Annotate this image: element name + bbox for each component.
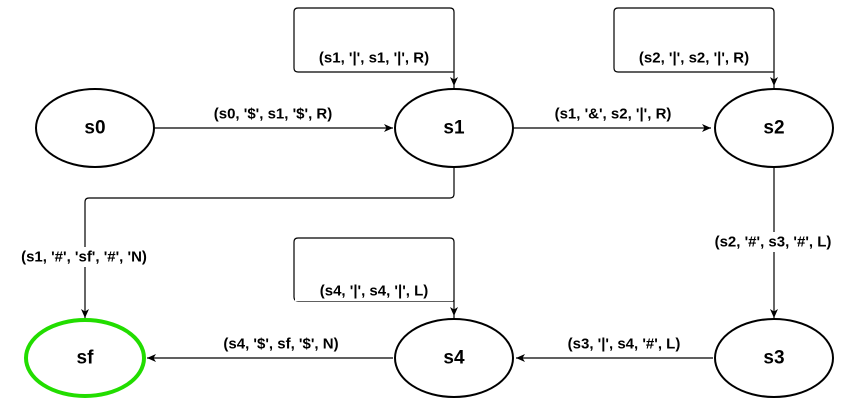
label-s0-s1: (s0, '$', s1, '$', R): [190, 104, 356, 124]
label-s4-loop-text: (s4, '|', s4, '|', L): [320, 283, 429, 300]
state-s0: s0: [35, 88, 155, 168]
state-s4-label: s4: [443, 348, 465, 369]
label-s1-s2-text: (s1, '&', s2, '|', R): [555, 106, 672, 123]
state-s1-label: s1: [443, 118, 465, 139]
state-s1: s1: [394, 88, 514, 168]
edge-s2-loop: [613, 7, 778, 88]
label-s1-s2: (s1, '&', s2, '|', R): [530, 104, 696, 124]
edge-s4-loop: [293, 237, 458, 318]
state-sf-final: sf: [24, 318, 146, 398]
edge-s1-sf: [81, 168, 455, 318]
label-s2-s3: (s2, '#', s3, '#', L): [692, 232, 852, 252]
state-s2: s2: [714, 88, 834, 168]
label-s1-sf: (s1, '#', 'sf', '#', 'N): [0, 247, 170, 267]
label-s0-s1-text: (s0, '$', s1, '$', R): [214, 106, 332, 123]
label-s4-sf-text: (s4, '$', sf, '$', N): [223, 336, 338, 353]
state-s4: s4: [394, 318, 514, 398]
state-sf-label: sf: [77, 348, 95, 369]
label-s4-sf: (s4, '$', sf, '$', N): [198, 334, 364, 354]
edge-s1-loop: [293, 7, 458, 88]
state-s0-label: s0: [84, 118, 105, 139]
label-s1-loop: (s1, '|', s1, '|', R): [295, 48, 453, 68]
state-s3: s3: [714, 318, 834, 398]
label-s2-loop: (s2, '|', s2, '|', R): [615, 48, 773, 68]
state-s2-label: s2: [763, 118, 784, 139]
label-s1-loop-text: (s1, '|', s1, '|', R): [319, 50, 429, 67]
label-s4-loop: (s4, '|', s4, '|', L): [295, 281, 453, 301]
label-s3-s4: (s3, '|', s4, '#', L): [544, 334, 704, 354]
label-s2-loop-text: (s2, '|', s2, '|', R): [639, 50, 749, 67]
label-s2-s3-text: (s2, '#', s3, '#', L): [715, 234, 832, 251]
label-s1-sf-text: (s1, '#', 'sf', '#', 'N): [21, 249, 147, 266]
label-s3-s4-text: (s3, '|', s4, '#', L): [568, 336, 681, 353]
state-s3-label: s3: [763, 348, 784, 369]
